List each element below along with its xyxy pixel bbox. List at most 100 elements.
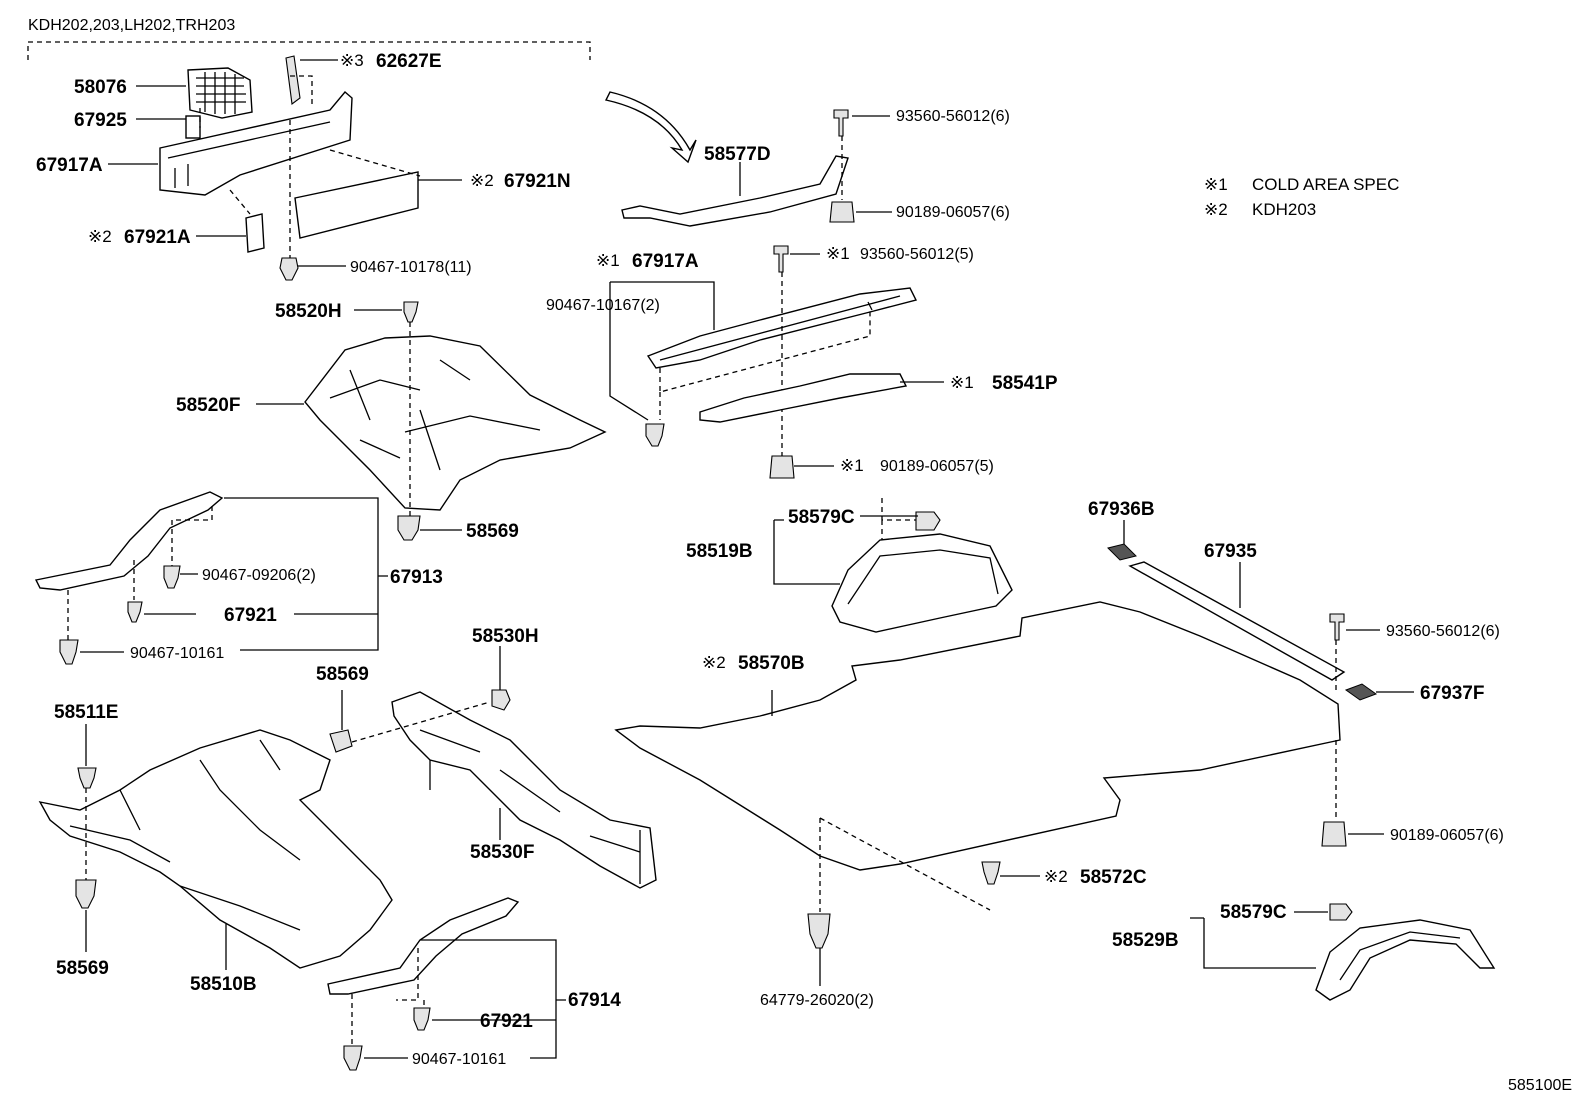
- note-1-text: COLD AREA SPEC: [1252, 175, 1399, 194]
- part-90467-10161-a-clip: [59, 639, 79, 665]
- label-58511E: 58511E: [54, 702, 118, 723]
- label-90189-6b: 90189-06057(6): [1390, 827, 1504, 844]
- label-58569-b: 58569: [316, 664, 369, 685]
- label-62627E: 62627E: [376, 51, 442, 72]
- part-58520F-carpet: [304, 335, 607, 511]
- part-67913-scuff: [34, 491, 224, 591]
- part-67937F-pad: [1344, 683, 1378, 701]
- part-58530H-clip: [491, 689, 511, 711]
- part-58511E-clip: [77, 767, 97, 789]
- mark-58570B: ※2: [702, 653, 726, 672]
- bracket-58519B: [773, 515, 918, 585]
- label-58541P: 58541P: [992, 373, 1058, 394]
- model-header: KDH202,203,LH202,TRH203: [28, 17, 235, 34]
- label-58076: 58076: [74, 77, 127, 98]
- bracket-67914: [420, 939, 566, 1059]
- label-58520F: 58520F: [176, 395, 240, 416]
- part-58530F-detail: [419, 729, 641, 884]
- label-90467-10161-b: 90467-10161: [412, 1051, 506, 1068]
- label-90467-09206: 90467-09206(2): [202, 567, 316, 584]
- label-67921N: 67921N: [504, 171, 571, 192]
- label-58569-a: 58569: [466, 521, 519, 542]
- part-62627E-seal: [285, 55, 301, 106]
- mark-62627E: ※3: [340, 51, 364, 70]
- part-67917A-top-panel: [159, 91, 353, 196]
- label-67913: 67913: [390, 567, 443, 588]
- mark-58572C: ※2: [1044, 867, 1068, 886]
- part-90189-nut-b: [769, 455, 795, 479]
- label-67921-b: 67921: [480, 1011, 533, 1032]
- dash-58530: [351, 701, 491, 743]
- bracket-58529B: [1190, 911, 1328, 969]
- part-58520H-clip: [403, 301, 419, 323]
- mark-58541P: ※1: [950, 373, 974, 392]
- part-90189-nut-c: [1321, 821, 1347, 847]
- part-93560-bolt-b: [773, 245, 789, 273]
- part-58579C-b-clip: [1329, 903, 1353, 921]
- part-58519B-cover: [831, 533, 1013, 633]
- part-93560-bolt-a: [833, 109, 849, 137]
- mark-67917A-mid: ※1: [596, 251, 620, 270]
- label-90467-10161-a: 90467-10161: [130, 645, 224, 662]
- label-90189-5: 90189-06057(5): [880, 458, 994, 475]
- label-58579C-b: 58579C: [1220, 902, 1287, 923]
- dash-67917A-mid: [659, 272, 871, 460]
- part-58510B-carpet: [38, 729, 393, 969]
- label-67921-a: 67921: [224, 605, 277, 626]
- label-67917A-mid: 67917A: [632, 251, 699, 272]
- label-67936B: 67936B: [1088, 499, 1155, 520]
- part-67921-a-clip: [127, 601, 143, 623]
- label-58530H: 58530H: [472, 626, 539, 647]
- mark-67921A: ※2: [88, 227, 112, 246]
- label-67925: 67925: [74, 110, 127, 131]
- label-67914: 67914: [568, 990, 621, 1011]
- part-67925-clip: [185, 115, 201, 139]
- figure-id: 585100E: [1508, 1077, 1572, 1094]
- part-90467-10161-b-clip: [343, 1045, 363, 1071]
- label-58530F: 58530F: [470, 842, 534, 863]
- part-90467-10178-clip: [279, 257, 299, 281]
- label-58570B: 58570B: [738, 653, 805, 674]
- label-90467-10167: 90467-10167(2): [546, 297, 660, 314]
- part-93560-bolt-c: [1329, 613, 1345, 641]
- top-dash-1: [199, 75, 421, 262]
- label-67917A-top: 67917A: [36, 155, 103, 176]
- part-58510B-detail: [69, 739, 301, 931]
- label-90189-6a: 90189-06057(6): [896, 204, 1010, 221]
- label-58572C: 58572C: [1080, 867, 1147, 888]
- part-58572C-clip: [981, 861, 1001, 885]
- dash-58579C-a: [881, 498, 918, 542]
- label-58577D: 58577D: [704, 144, 771, 165]
- part-67917A-mid-detail: [659, 295, 901, 361]
- part-58529B-detail: [1339, 931, 1461, 981]
- label-67935: 67935: [1204, 541, 1257, 562]
- part-67936B-pad: [1107, 543, 1137, 561]
- label-93560-6b: 93560-56012(6): [1386, 623, 1500, 640]
- part-58529B-cover: [1315, 919, 1496, 1001]
- part-58520F-detail: [329, 359, 541, 471]
- label-67921A: 67921A: [124, 227, 191, 248]
- part-90467-10167-clip: [645, 423, 665, 447]
- label-67937F: 67937F: [1420, 683, 1484, 704]
- note-2-mark: ※2: [1204, 200, 1228, 219]
- label-58510B: 58510B: [190, 974, 257, 995]
- part-58530F-duct: [391, 691, 657, 889]
- label-58579C-a: 58579C: [788, 507, 855, 528]
- part-58569-b-clip: [329, 729, 353, 753]
- part-58577D-bracket: [621, 155, 849, 227]
- part-90189-nut-a: [829, 201, 855, 223]
- mark-67921N: ※2: [470, 171, 494, 190]
- mark-93560-5: ※1: [826, 244, 850, 263]
- label-90467-10178: 90467-10178(11): [350, 259, 472, 276]
- part-67935-strip: [1128, 561, 1346, 681]
- part-58579C-a-clip: [915, 511, 941, 531]
- part-67917A-top-detail: [167, 121, 331, 188]
- part-58569-a-clip: [397, 515, 421, 541]
- label-58529B: 58529B: [1112, 930, 1179, 951]
- part-67921N-pad: [294, 171, 419, 239]
- dash-67913: [67, 506, 213, 640]
- part-90467-09206-clip: [163, 565, 181, 589]
- dash-58570B: [819, 817, 991, 912]
- direction-arrow: [604, 91, 697, 164]
- part-58076-grille: [187, 67, 253, 119]
